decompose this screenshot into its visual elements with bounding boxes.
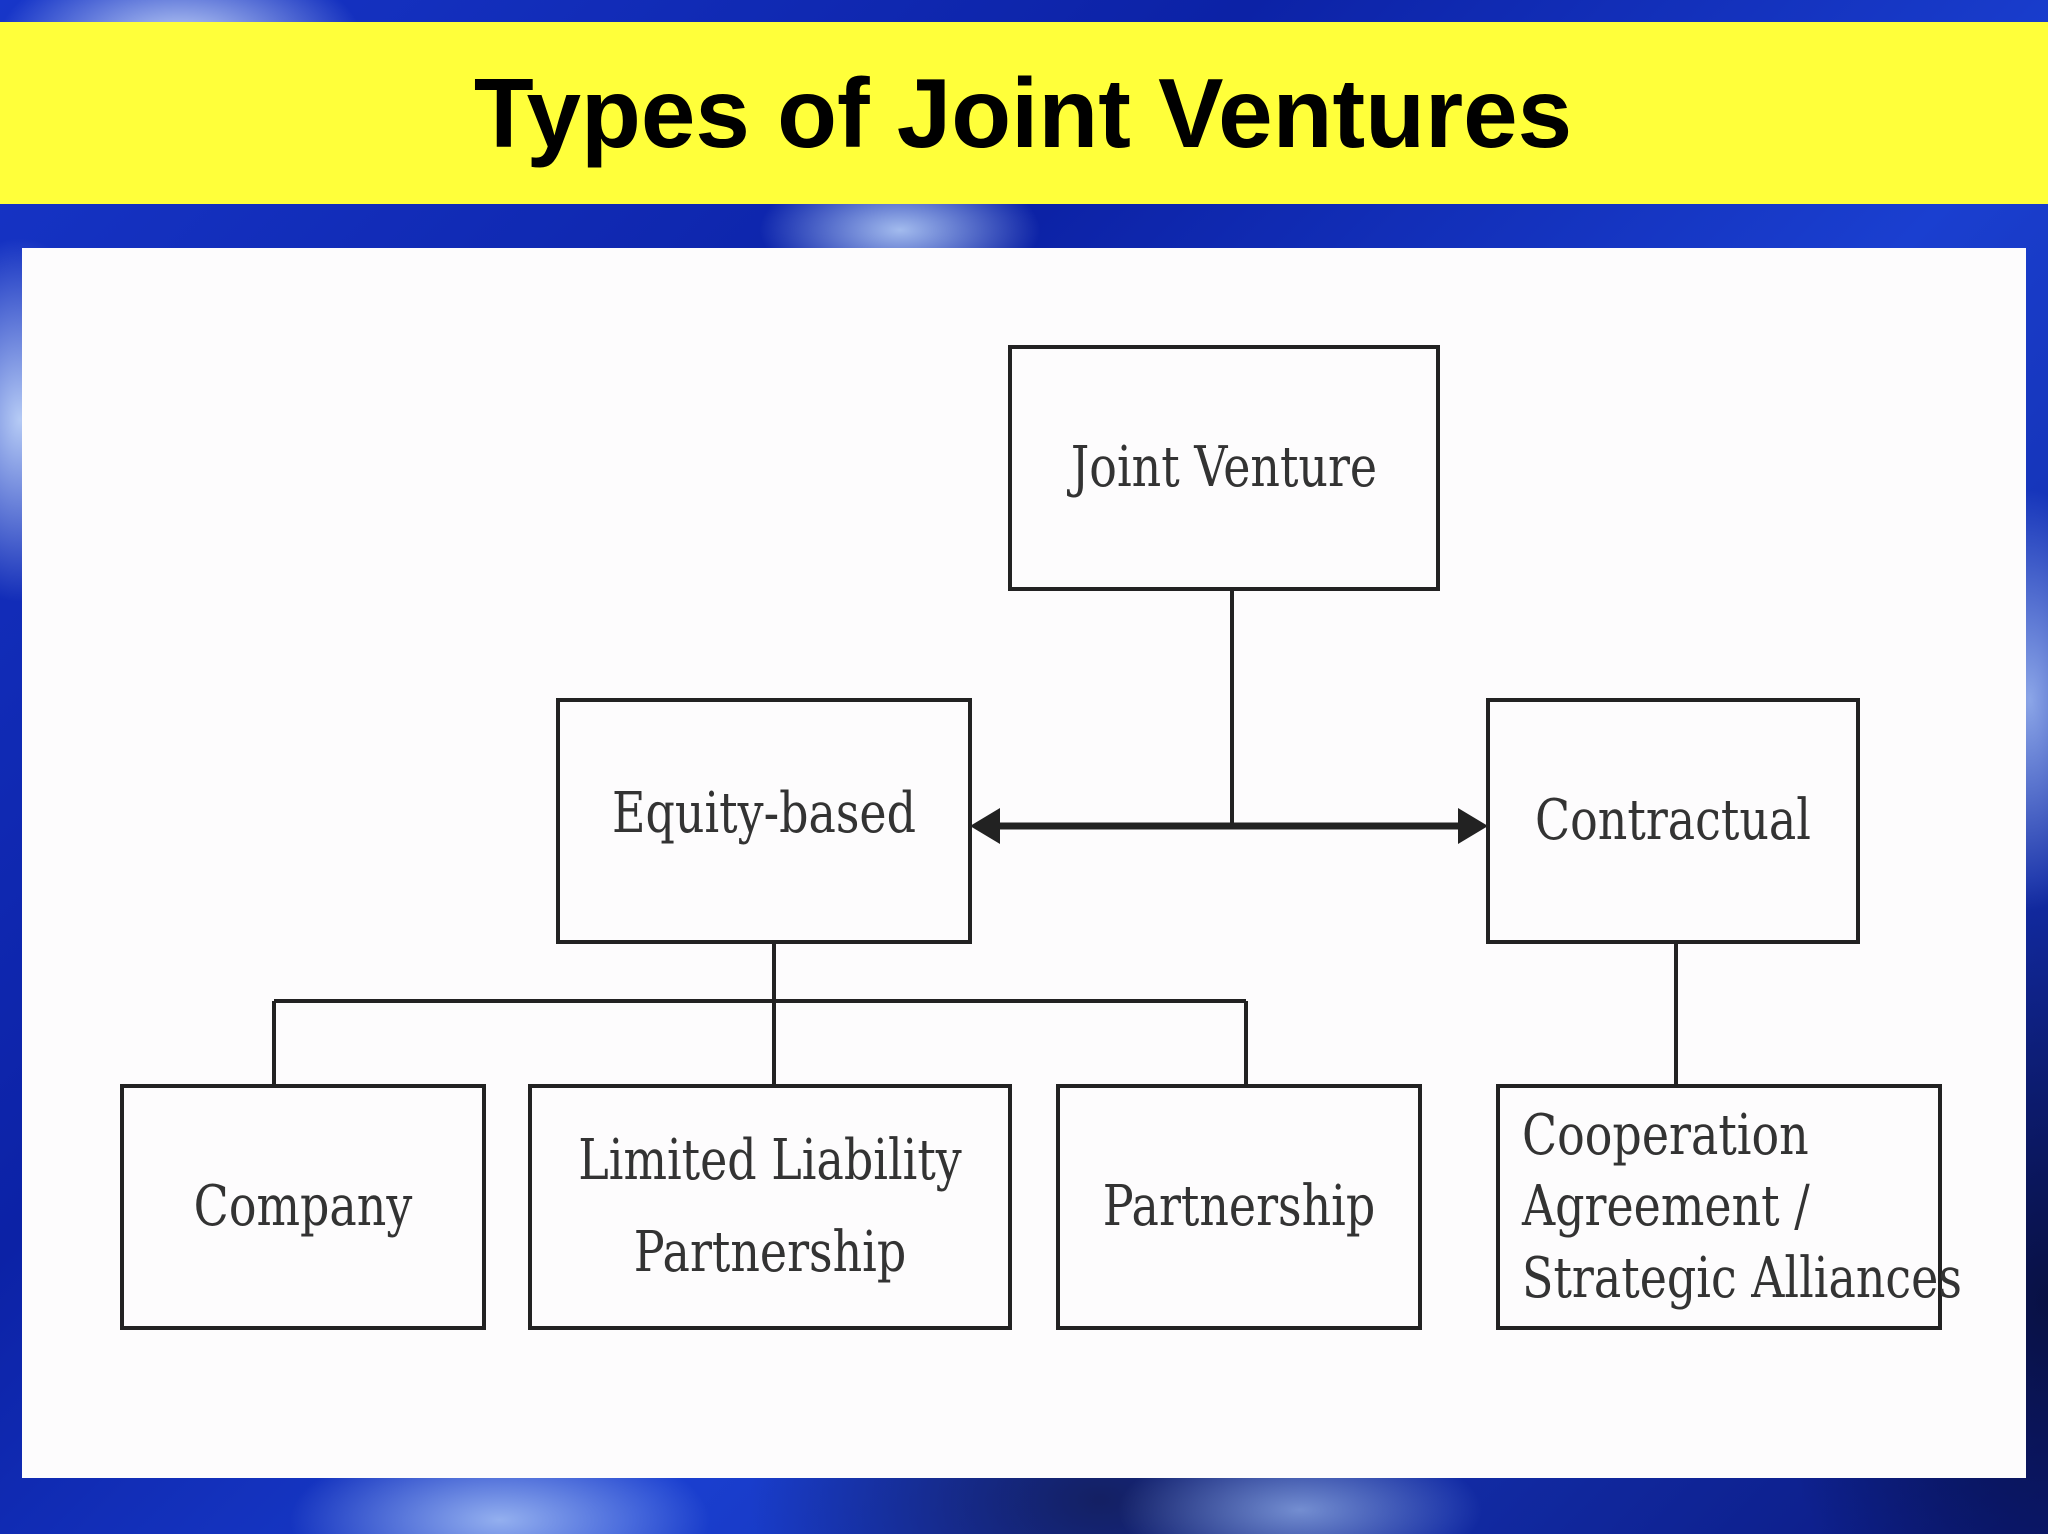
label-llp-line2: Partnership	[633, 1220, 907, 1285]
label-coop-line1: Cooperation	[1522, 1103, 1809, 1169]
box-company	[120, 1084, 486, 1330]
arrowhead-right	[1458, 808, 1488, 844]
label-joint-venture: Joint Venture	[1070, 435, 1378, 500]
label-equity-based: Equity-based	[611, 781, 916, 846]
box-partnership	[1056, 1084, 1422, 1330]
box-joint-venture	[1008, 345, 1440, 591]
label-cooperation: Cooperation Agreement / Strategic Allian…	[1522, 1086, 1962, 1328]
box-equity-based	[556, 698, 972, 944]
box-cooperation	[1496, 1084, 1942, 1330]
label-llp-line1: Limited Liability	[578, 1128, 962, 1193]
label-company: Company	[193, 1174, 413, 1239]
label-contractual: Contractual	[1535, 788, 1811, 853]
label-partnership: Partnership	[1102, 1174, 1376, 1239]
box-llp	[528, 1084, 1012, 1330]
label-coop-line3: Strategic Alliances	[1522, 1245, 1962, 1311]
label-coop-line2: Agreement /	[1522, 1174, 1810, 1240]
arrowhead-left	[970, 808, 1000, 844]
slide-title: Types of Joint Ventures	[473, 57, 1573, 168]
label-llp: Limited Liability Partnership	[573, 1086, 967, 1328]
title-band: Types of Joint Ventures	[0, 22, 2048, 204]
box-contractual	[1486, 698, 1860, 944]
diagram-canvas	[120, 345, 1942, 1330]
diagram-panel: Joint Venture Equity-based Contractual C…	[22, 248, 2026, 1478]
